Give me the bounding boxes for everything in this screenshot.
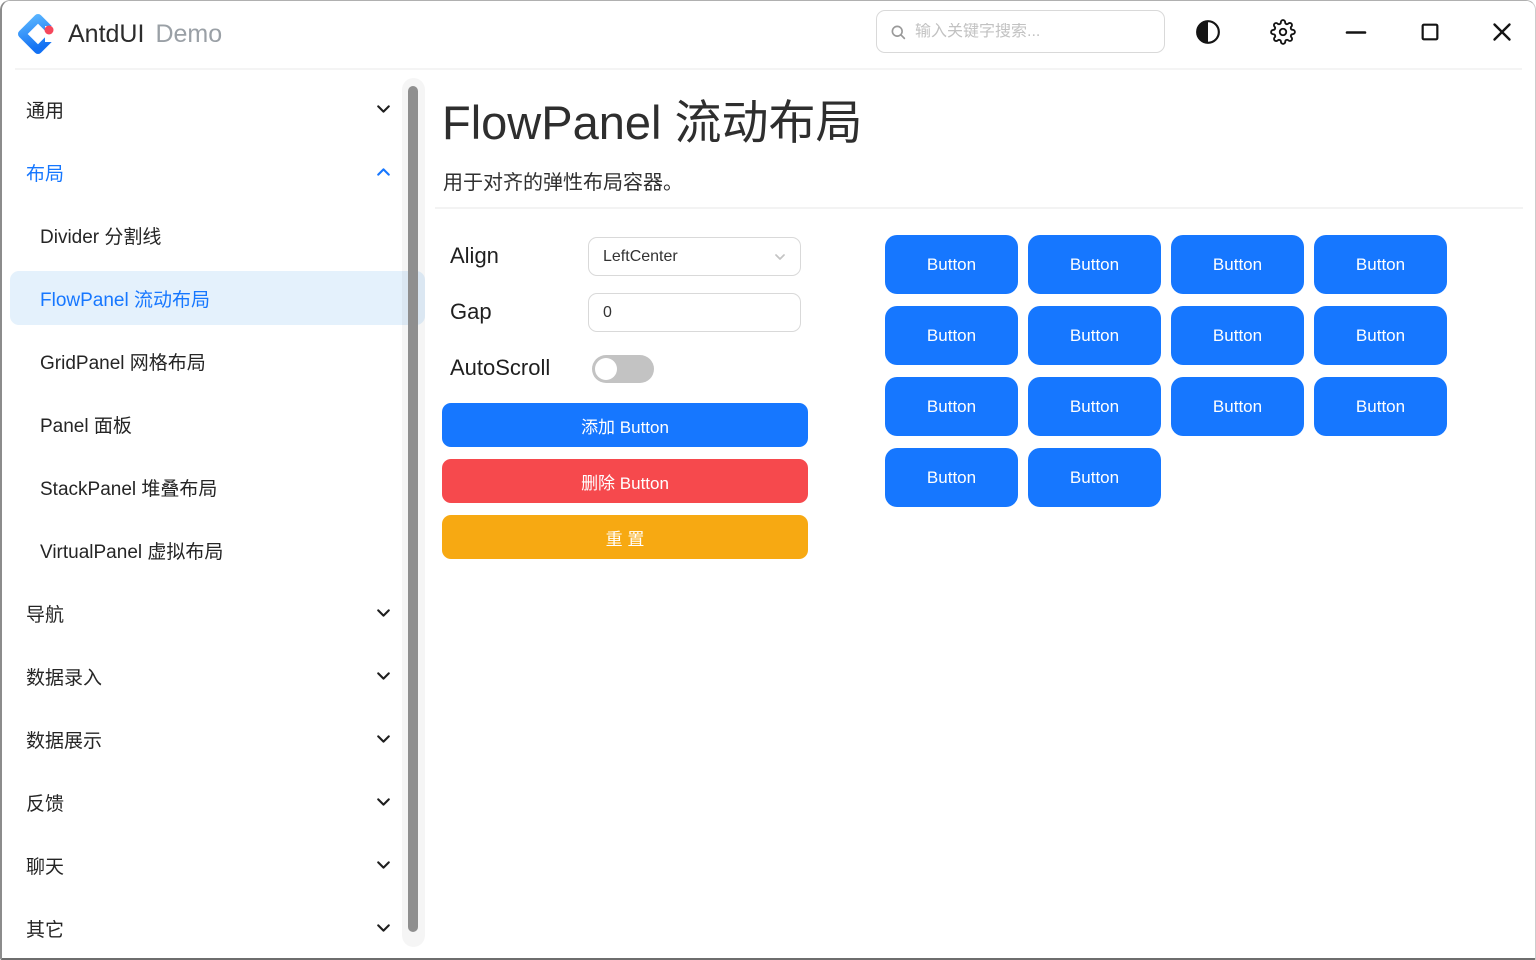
align-select-value: LeftCenter	[603, 247, 678, 265]
flow-button[interactable]: Button	[1028, 448, 1161, 507]
sidebar-group-layout[interactable]: 布局	[10, 145, 425, 199]
page-title: FlowPanel 流动布局	[442, 96, 863, 149]
close-button[interactable]	[1482, 12, 1522, 52]
gear-icon	[1270, 19, 1296, 45]
autoscroll-toggle[interactable]	[592, 355, 654, 383]
flow-button[interactable]: Button	[1171, 306, 1304, 365]
app-title: AntdUI Demo	[68, 1, 222, 68]
chevron-down-icon	[373, 918, 394, 939]
sidebar-item-label: Panel 面板	[40, 415, 132, 437]
sidebar-item-label: 反馈	[26, 793, 65, 815]
chevron-down-icon	[373, 792, 394, 813]
search-box[interactable]	[876, 10, 1165, 53]
sidebar-item-label: 通用	[26, 100, 65, 122]
sidebar-item-gridpanel[interactable]: GridPanel 网格布局	[10, 334, 425, 388]
sidebar-group-feedback[interactable]: 反馈	[10, 775, 425, 829]
flow-button[interactable]: Button	[1314, 377, 1447, 436]
minimize-icon	[1344, 20, 1368, 44]
flow-button[interactable]: Button	[885, 306, 1018, 365]
chevron-up-icon	[373, 162, 394, 183]
flow-button[interactable]: Button	[1314, 306, 1447, 365]
settings-button[interactable]	[1263, 12, 1303, 52]
theme-toggle-button[interactable]	[1188, 12, 1228, 52]
app-name: AntdUI	[68, 20, 145, 48]
sidebar-group-data-display[interactable]: 数据展示	[10, 712, 425, 766]
sidebar-item-stackpanel[interactable]: StackPanel 堆叠布局	[10, 460, 425, 514]
sidebar-group-other[interactable]: 其它	[10, 901, 425, 955]
sidebar-item-virtualpanel[interactable]: VirtualPanel 虚拟布局	[10, 523, 425, 577]
align-label: Align	[450, 243, 499, 268]
sidebar-item-label: 数据展示	[26, 730, 103, 752]
titlebar: AntdUI Demo	[2, 1, 1535, 70]
align-select[interactable]: LeftCenter	[588, 237, 801, 276]
add-button[interactable]: 添加 Button	[442, 403, 808, 447]
chevron-down-icon	[373, 603, 394, 624]
chevron-down-icon	[772, 249, 788, 265]
sidebar-scrollbar-track[interactable]	[402, 78, 425, 947]
app-name-suffix: Demo	[155, 20, 223, 48]
sidebar-item-label: StackPanel 堆叠布局	[40, 478, 218, 500]
titlebar-divider	[15, 68, 1522, 70]
minimize-button[interactable]	[1336, 12, 1376, 52]
flow-button[interactable]: Button	[1171, 377, 1304, 436]
search-icon	[889, 23, 907, 41]
sidebar-item-label: VirtualPanel 虚拟布局	[40, 541, 224, 563]
sidebar: 通用 布局 Divider 分割线 FlowPanel 流动布局 GridPan…	[2, 71, 432, 958]
flow-button[interactable]: Button	[1171, 235, 1304, 294]
sidebar-group-navigation[interactable]: 导航	[10, 586, 425, 640]
sidebar-scrollbar-thumb[interactable]	[408, 86, 418, 932]
maximize-icon	[1419, 21, 1441, 43]
flow-button[interactable]: Button	[885, 377, 1018, 436]
sidebar-item-label: GridPanel 网格布局	[40, 352, 206, 374]
sidebar-item-label: 导航	[26, 604, 65, 626]
maximize-button[interactable]	[1410, 12, 1450, 52]
page-subtitle: 用于对齐的弹性布局容器。	[443, 172, 683, 194]
sidebar-item-label: 聊天	[26, 856, 65, 878]
delete-button[interactable]: 删除 Button	[442, 459, 808, 503]
gap-label: Gap	[450, 299, 492, 324]
chevron-down-icon	[373, 729, 394, 750]
sidebar-item-label: FlowPanel 流动布局	[40, 289, 210, 311]
flow-button[interactable]: Button	[1028, 377, 1161, 436]
flow-button[interactable]: Button	[1028, 306, 1161, 365]
flow-button[interactable]: Button	[885, 448, 1018, 507]
sidebar-item-divider[interactable]: Divider 分割线	[10, 208, 425, 262]
reset-button[interactable]: 重 置	[442, 515, 808, 559]
sidebar-item-flowpanel[interactable]: FlowPanel 流动布局	[10, 271, 425, 325]
theme-contrast-icon	[1195, 19, 1221, 45]
toggle-knob	[595, 358, 617, 380]
sidebar-group-general[interactable]: 通用	[10, 82, 425, 136]
autoscroll-label: AutoScroll	[450, 355, 551, 380]
chevron-down-icon	[373, 855, 394, 876]
sidebar-item-panel[interactable]: Panel 面板	[10, 397, 425, 451]
flow-button[interactable]: Button	[885, 235, 1018, 294]
close-icon	[1490, 20, 1514, 44]
flow-button[interactable]: Button	[1028, 235, 1161, 294]
chevron-down-icon	[373, 99, 394, 120]
sidebar-group-chat[interactable]: 聊天	[10, 838, 425, 892]
flow-button[interactable]: Button	[1314, 235, 1447, 294]
main-content: FlowPanel 流动布局 用于对齐的弹性布局容器。 Align LeftCe…	[435, 71, 1534, 956]
gap-input[interactable]	[588, 293, 801, 332]
sidebar-item-label: 其它	[26, 919, 65, 941]
sidebar-item-label: Divider 分割线	[40, 226, 162, 248]
sidebar-item-label: 布局	[26, 163, 65, 185]
content-divider	[435, 207, 1523, 209]
sidebar-item-label: 数据录入	[26, 667, 103, 689]
chevron-down-icon	[373, 666, 394, 687]
search-input[interactable]	[915, 22, 1154, 41]
sidebar-group-data-entry[interactable]: 数据录入	[10, 649, 425, 703]
antdui-logo-icon	[18, 14, 58, 54]
